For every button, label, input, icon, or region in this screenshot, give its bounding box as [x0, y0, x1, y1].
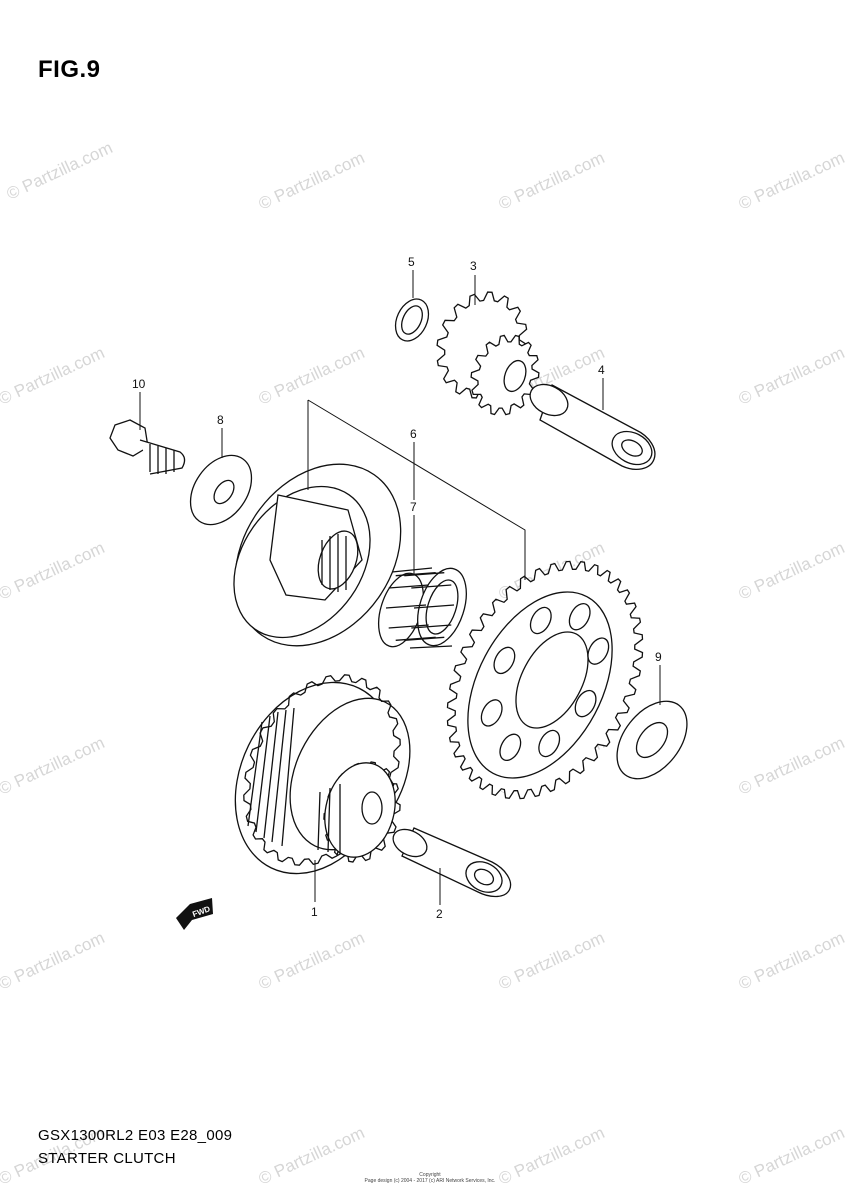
watermark-text: © Partzilla.com [496, 148, 608, 214]
part-6-starter-driven-gear[interactable] [438, 560, 644, 802]
watermark-text: © Partzilla.com [736, 1123, 847, 1189]
watermark-text: © Partzilla.com [496, 928, 608, 994]
driven-gear-hole [574, 689, 597, 718]
callout-6: 6 [410, 427, 417, 441]
part-5-circlip[interactable] [389, 294, 435, 347]
part-7-needle-bearing[interactable] [370, 562, 475, 652]
watermark-layer: © Partzilla.com © Partzilla.com © Partzill… [0, 138, 847, 1189]
part-1-starter-gear-assembly[interactable] [205, 656, 434, 901]
driven-gear-hole [480, 699, 503, 727]
bearing-roller [411, 584, 452, 589]
part-2-shaft[interactable] [388, 824, 512, 898]
bearing-roller [388, 584, 429, 589]
fwd-arrow-icon: FWD [176, 898, 213, 930]
watermark-text: © Partzilla.com [4, 138, 116, 204]
driven-gear-hole [529, 606, 552, 635]
part-9-washer[interactable] [603, 688, 701, 792]
driven-gear-hole [499, 733, 522, 762]
gear3-bore [503, 359, 527, 393]
watermark-text: © Partzilla.com [0, 733, 108, 799]
part-6-starter-clutch-housing[interactable] [201, 432, 435, 677]
figure-title: FIG.9 [38, 56, 101, 83]
callout-4: 4 [598, 363, 605, 377]
watermark-text: © Partzilla.com [0, 343, 108, 409]
bearing-roller [413, 604, 455, 609]
watermark-text: © Partzilla.com [736, 148, 847, 214]
watermark-text: © Partzilla.com [736, 538, 847, 604]
bearing-roller [385, 604, 427, 609]
watermark-text: © Partzilla.com [0, 928, 108, 994]
watermark-text: © Partzilla.com [736, 733, 847, 799]
bearing-roller [404, 572, 445, 577]
leader-lines [139, 270, 661, 905]
part-4-idle-shaft[interactable] [525, 378, 658, 471]
part-8-washer[interactable] [178, 444, 264, 536]
bearing-roller [411, 624, 452, 629]
callout-2: 2 [436, 907, 443, 921]
driven-gear-hole [568, 602, 591, 631]
watermark-text: © Partzilla.com [736, 928, 847, 994]
callout-8: 8 [217, 413, 224, 427]
driven-gear-hole [538, 729, 561, 758]
watermark-text: © Partzilla.com [256, 148, 368, 214]
callout-9: 9 [655, 650, 662, 664]
watermark-text: © Partzilla.com [736, 343, 847, 409]
copyright-note: Copyright Page design (c) 2004 - 2017 (c… [364, 1172, 496, 1184]
bearing-roller [388, 624, 429, 629]
watermark-text: © Partzilla.com [0, 538, 108, 604]
part-10-bolt[interactable] [109, 419, 186, 475]
figure-name: STARTER CLUTCH [38, 1150, 176, 1167]
callout-labels: 5 3 4 10 8 6 7 9 1 2 [132, 255, 662, 921]
figure-code: GSX1300RL2 E03 E28_009 [38, 1127, 233, 1144]
callout-10: 10 [132, 377, 146, 391]
bearing-roller [395, 636, 436, 641]
callout-1: 1 [311, 905, 318, 919]
watermark-text: © Partzilla.com [256, 343, 368, 409]
callout-3: 3 [470, 259, 477, 273]
driven-gear-hole [493, 646, 516, 675]
driven-gear-hole [587, 637, 610, 665]
callout-5: 5 [408, 255, 415, 269]
part-3-idle-gear[interactable] [436, 291, 540, 416]
callout-7: 7 [410, 500, 417, 514]
watermark-text: © Partzilla.com [256, 928, 368, 994]
gear1-outer-teeth [243, 674, 401, 866]
